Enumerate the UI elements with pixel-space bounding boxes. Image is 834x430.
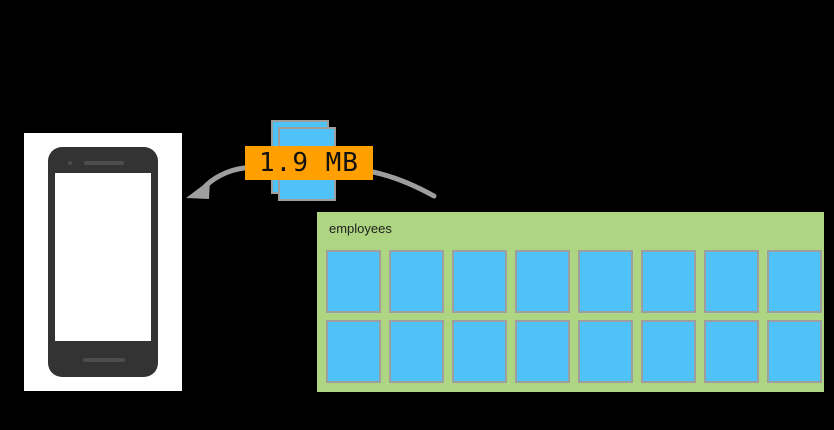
table-cell[interactable] <box>452 320 507 383</box>
table-cell[interactable] <box>767 250 822 313</box>
table-title: employees <box>329 221 392 236</box>
table-cell[interactable] <box>704 320 759 383</box>
table-cell[interactable] <box>326 320 381 383</box>
camera-dot-icon <box>68 161 72 165</box>
table-row <box>326 320 822 383</box>
employees-table-panel[interactable]: employees <box>317 212 824 392</box>
table-cell[interactable] <box>578 250 633 313</box>
table-cell[interactable] <box>515 250 570 313</box>
home-bar-icon <box>83 358 125 362</box>
table-cell[interactable] <box>641 320 696 383</box>
phone-screen <box>55 173 151 341</box>
table-cell[interactable] <box>389 250 444 313</box>
table-cell[interactable] <box>578 320 633 383</box>
arrow-to-device-icon <box>186 165 247 199</box>
table-cell[interactable] <box>515 320 570 383</box>
connector-to-table-icon <box>370 169 437 199</box>
table-cell[interactable] <box>767 320 822 383</box>
table-cell[interactable] <box>641 250 696 313</box>
mobile-phone[interactable] <box>48 147 158 377</box>
transfer-size-value: 1.9 MB <box>259 148 359 178</box>
table-cell[interactable] <box>452 250 507 313</box>
table-row <box>326 250 822 313</box>
payload-badge: 1.9 MB <box>245 120 375 204</box>
table-cell[interactable] <box>326 250 381 313</box>
device-panel <box>24 133 182 391</box>
table-cell[interactable] <box>389 320 444 383</box>
table-cell[interactable] <box>704 250 759 313</box>
speaker-bar-icon <box>84 161 124 165</box>
transfer-size-badge: 1.9 MB <box>245 146 373 180</box>
